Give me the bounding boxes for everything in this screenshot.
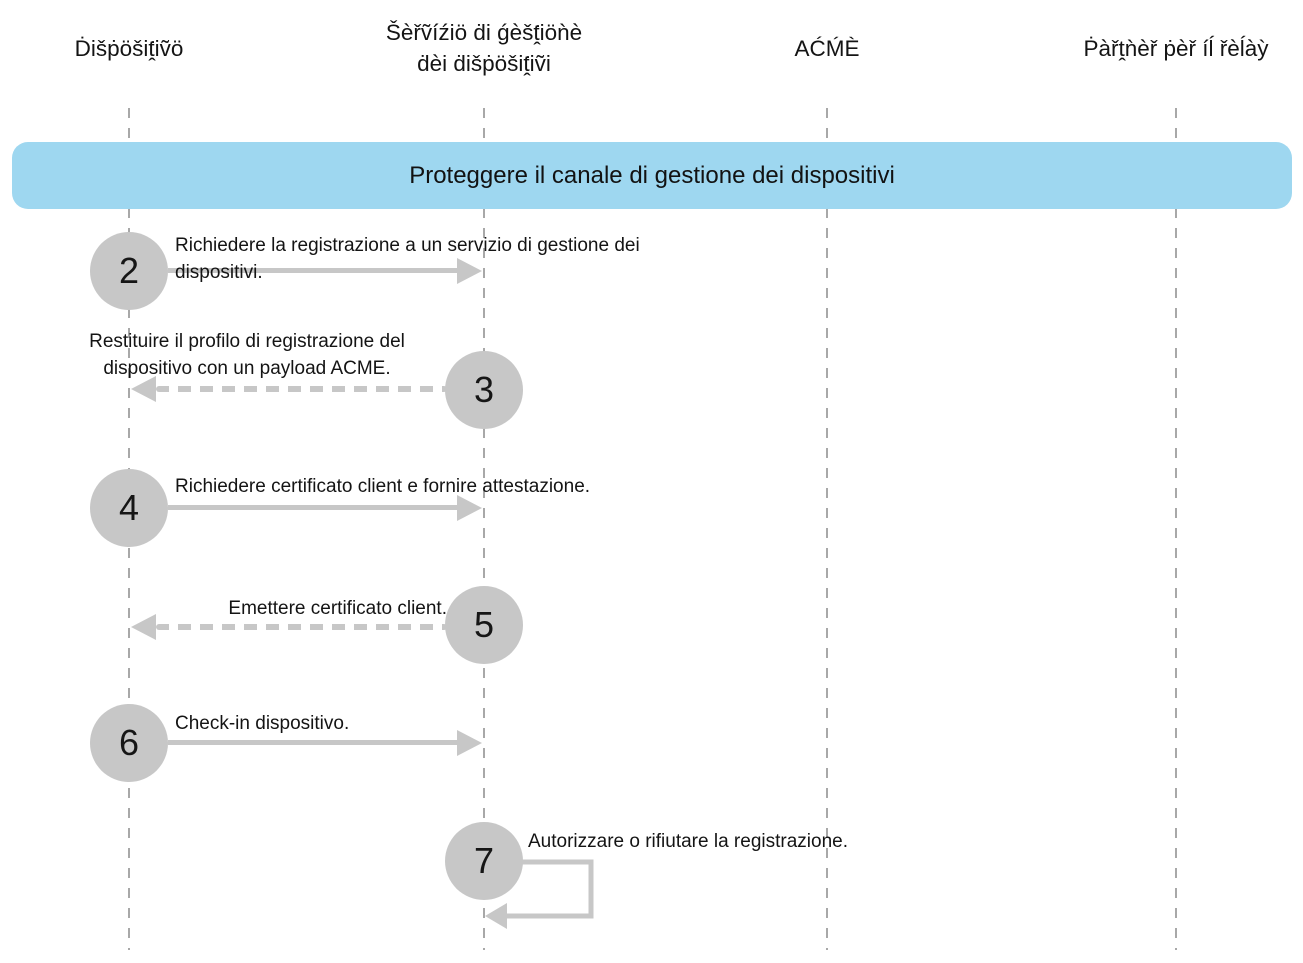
step-2-number-badge: 2 (90, 232, 168, 310)
step-5-arrowhead-left-icon (131, 614, 156, 640)
step-3-number-badge: 3 (445, 351, 523, 429)
step-4-number: 4 (118, 487, 140, 528)
step-6-message-line (168, 740, 458, 745)
actor-label-acme: AĆḾÈ (794, 36, 860, 61)
step-5-number: 5 (473, 604, 495, 645)
step-4-number-badge: 4 (90, 469, 168, 547)
step-3-arrowhead-left-icon (131, 376, 156, 402)
step-7-self-loop-arrow (485, 859, 594, 929)
actor-label-device: Ḋišṗöšiṱ̇iṽö (74, 36, 184, 61)
step-3-label: Restituire il profilo di registrazione d… (89, 331, 405, 379)
step-6-label: Check-in dispositivo. (175, 713, 350, 734)
lifeline-acme (826, 108, 828, 950)
step-5-message-line (156, 624, 447, 630)
phase-banner-label: Proteggere il canale di gestione dei dis… (409, 161, 895, 189)
lifeline-relay-partner (1175, 108, 1177, 950)
step-6-number-badge: 6 (90, 704, 168, 782)
actor-label-relay-partner: Ṗàřṱǹèř ṗèř íĺ řèĺàỳ (1083, 36, 1269, 61)
step-7-label: Autorizzare o rifiutare la registrazione… (528, 831, 848, 852)
step-3-number: 3 (473, 369, 495, 410)
actor-label-device-management-service: Šèřṽíźiö ḋi ǵèšṱ̇iöǹè ḋèi ḋišṗöšiṱ̇iṽi (385, 20, 583, 76)
step-2-message-line (168, 268, 458, 273)
step-5-number-badge: 5 (445, 586, 523, 664)
step-2-number: 2 (118, 250, 140, 291)
step-2-arrowhead-right-icon (457, 258, 482, 284)
step-4-arrowhead-right-icon (457, 495, 482, 521)
step-5-label: Emettere certificato client. (228, 598, 447, 619)
step-6-number: 6 (118, 722, 140, 763)
step-3-message-line (156, 386, 447, 392)
step-4-message-line (168, 505, 458, 510)
phase-banner: Proteggere il canale di gestione dei dis… (12, 142, 1292, 209)
lifeline-device-management-service (483, 108, 485, 950)
step-4-label: Richiedere certificato client e fornire … (175, 476, 591, 497)
step-7-number: 7 (473, 840, 495, 881)
step-2-label: Richiedere la registrazione a un servizi… (175, 235, 640, 283)
step-6-arrowhead-right-icon (457, 730, 482, 756)
step-7-number-badge: 7 (445, 822, 523, 900)
